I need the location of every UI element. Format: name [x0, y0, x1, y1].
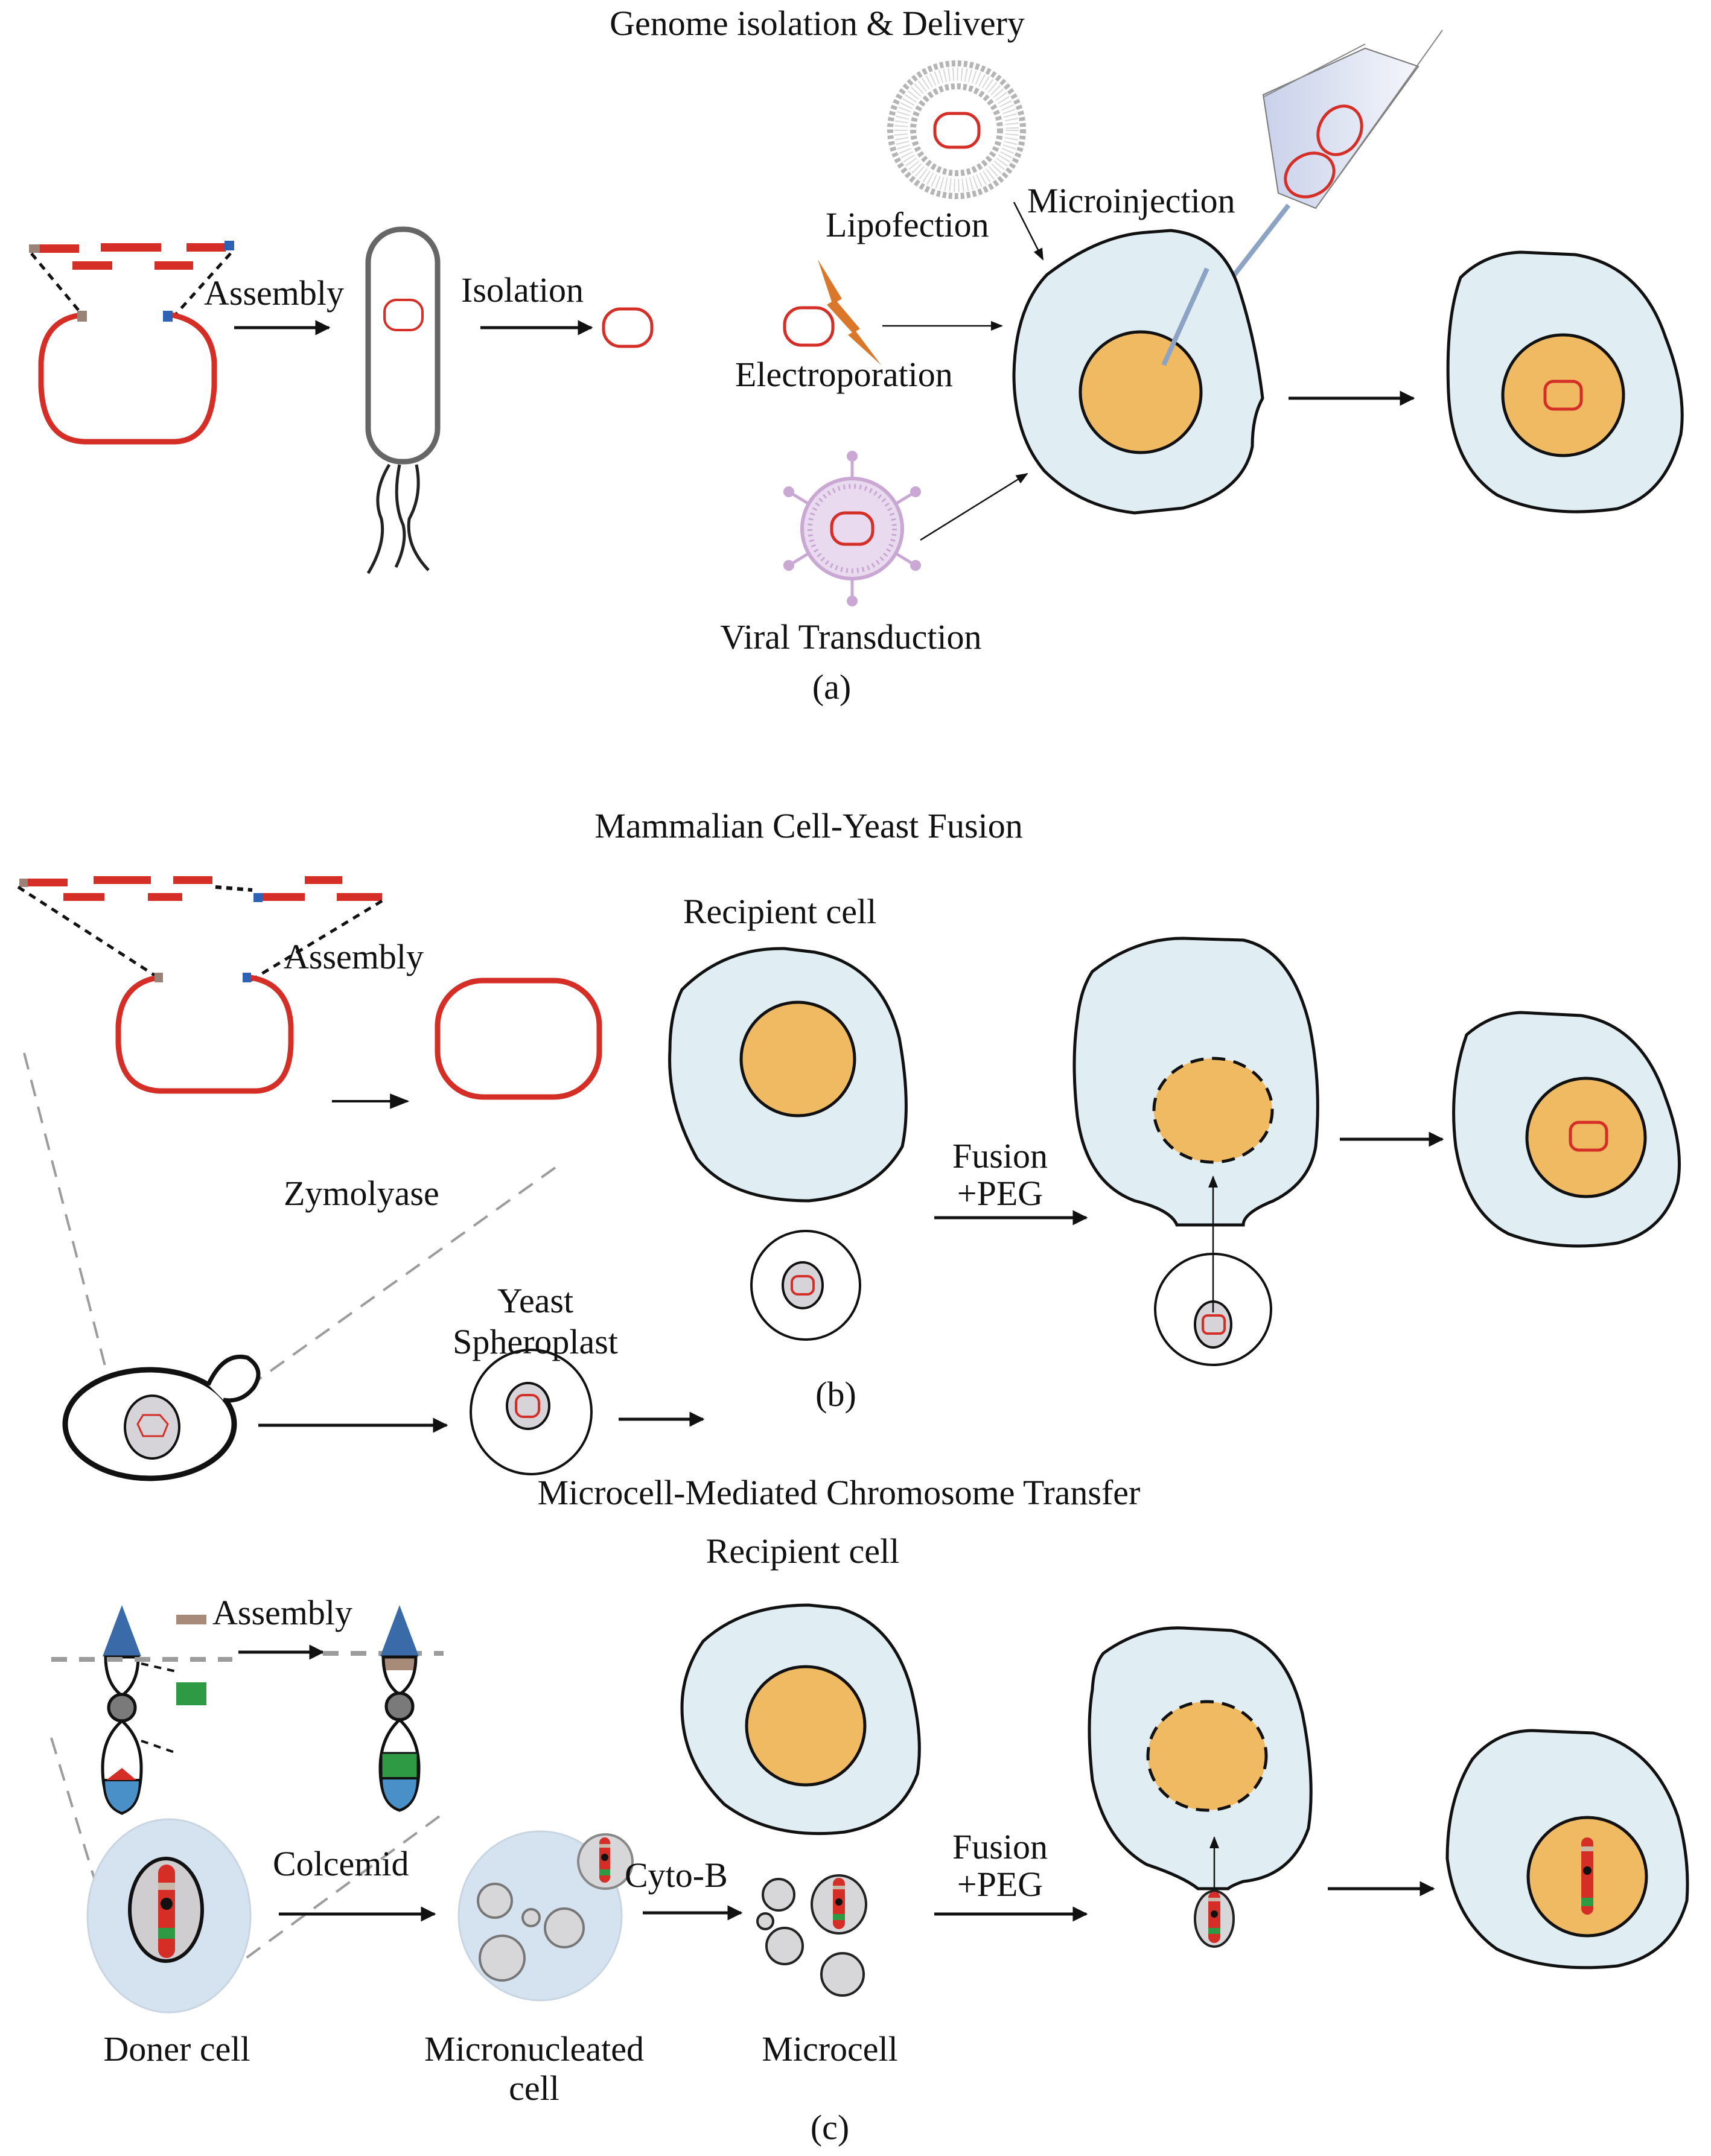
doner-label: Doner cell [103, 2029, 250, 2069]
plasmid-open [38, 311, 217, 445]
panel-c-title: Microcell-Mediated Chromosome Transfer [538, 1473, 1141, 1512]
yeast-dna-fragments [17, 876, 383, 982]
assembly-label: Assembly [204, 273, 344, 313]
yeast-spheroplast [470, 1349, 593, 1475]
zymolyase-label: Zymolyase [284, 1174, 439, 1213]
microcell-label: Microcell [762, 2029, 897, 2069]
recipient-label-c: Recipient cell [706, 1531, 899, 1571]
panel-a-title: Genome isolation & Delivery [610, 4, 1025, 43]
micronucleated-cell [457, 1830, 634, 2002]
microinjection-label: Microinjection [1027, 181, 1235, 220]
fusion-label-b-1: Fusion [952, 1136, 1048, 1175]
micronucleated-label-2: cell [509, 2069, 559, 2108]
panel-a: Genome isolation & Delivery Assembly [29, 4, 1684, 707]
assembly-label-b: Assembly [284, 937, 424, 976]
yeast-plasmid-open [115, 973, 294, 1094]
panel-c-label: (c) [811, 2108, 849, 2147]
fusion-label-b-2: +PEG [957, 1174, 1043, 1213]
tan-insert [176, 1615, 206, 1624]
fusion-label-c-1: Fusion [952, 1827, 1048, 1866]
isolated-genome [602, 307, 654, 348]
arrow-viral [920, 472, 1028, 541]
viral-label: Viral Transduction [720, 617, 981, 657]
microcells [756, 1874, 867, 1997]
isolation-label: Isolation [461, 270, 584, 310]
result-cell-c [1445, 1729, 1689, 1970]
fusing-cell-b [1072, 936, 1319, 1366]
green-insert [176, 1682, 206, 1705]
arrow-lipofection [1013, 202, 1044, 261]
electroporation-genome [783, 306, 835, 347]
virus [783, 451, 921, 606]
panel-b: Mammalian Cell-Yeast Fusion Assembly [17, 806, 1681, 1481]
yeast-cell [62, 1355, 261, 1481]
spheroplast-b [750, 1230, 861, 1341]
fusion-label-c-2: +PEG [957, 1865, 1043, 1904]
fusing-cell-c [1088, 1626, 1313, 1948]
panel-a-label: (a) [812, 667, 851, 707]
yeast-label-1: Yeast [497, 1281, 573, 1320]
dna-fragments [29, 241, 234, 315]
donor-cell [86, 1818, 252, 2014]
panel-c: Microcell-Mediated Chromosome Transfer R… [50, 1473, 1689, 2147]
result-cell-a [1446, 250, 1684, 514]
result-cell-b [1452, 1011, 1681, 1248]
assembly-label-c: Assembly [212, 1593, 352, 1632]
colcemid-label: Colcemid [273, 1844, 409, 1883]
liposome [887, 60, 1026, 199]
lightning-icon [818, 259, 881, 365]
bacterium [365, 226, 441, 574]
recipient-label-b: Recipient cell [683, 892, 876, 931]
chromosome-after [378, 1605, 421, 1812]
electroporation-label: Electroporation [735, 355, 953, 394]
recipient-cell-a [1012, 229, 1264, 515]
cytob-label: Cyto-B [625, 1855, 728, 1895]
lipofection-label: Lipofection [826, 205, 989, 244]
assembled-genome [435, 978, 602, 1100]
chromosome-before [101, 1605, 177, 1815]
panel-b-title: Mammalian Cell-Yeast Fusion [594, 806, 1022, 845]
yeast-label-2: Spheroplast [453, 1322, 618, 1361]
recipient-cell-c [680, 1603, 921, 1836]
recipient-cell-b [668, 947, 908, 1203]
micronucleated-label-1: Micronucleated [424, 2029, 644, 2069]
panel-b-label: (b) [815, 1375, 856, 1414]
